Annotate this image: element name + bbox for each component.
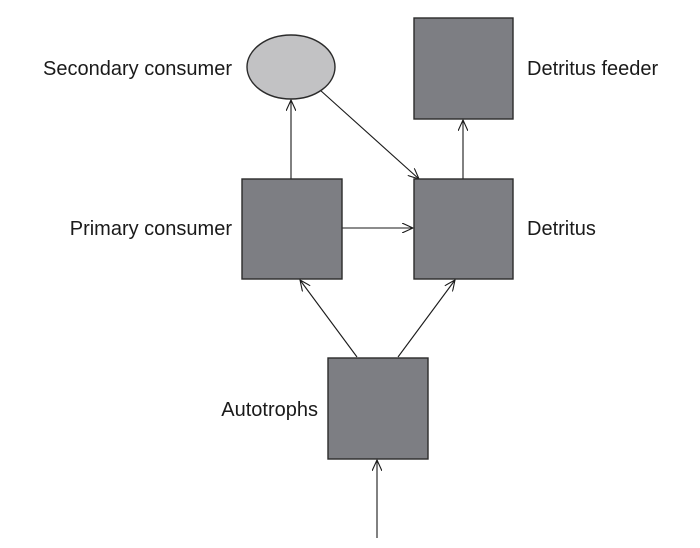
- edges: [291, 89, 463, 538]
- secondary-consumer-node: [246, 34, 336, 100]
- detritus-feeder-label: Detritus feeder: [527, 58, 659, 80]
- autotrophs-label: Autotrophs: [221, 399, 318, 421]
- primary-consumer-label: Primary consumer: [70, 218, 233, 240]
- detritus-node: [413, 178, 514, 280]
- nodes: [241, 17, 514, 460]
- detritus-label: Detritus: [527, 218, 596, 240]
- edge-autotrophs-to-detritus: [397, 280, 455, 358]
- detritus-feeder-node: [413, 17, 514, 120]
- autotrophs-node: [327, 357, 429, 460]
- edge-secondary-consumer-to-detritus: [319, 89, 419, 179]
- secondary-consumer-label: Secondary consumer: [43, 58, 232, 80]
- labels: Secondary consumer Detritus feeder Prima…: [43, 58, 658, 421]
- primary-consumer-node: [241, 178, 343, 280]
- edge-autotrophs-to-primary-consumer: [300, 280, 358, 358]
